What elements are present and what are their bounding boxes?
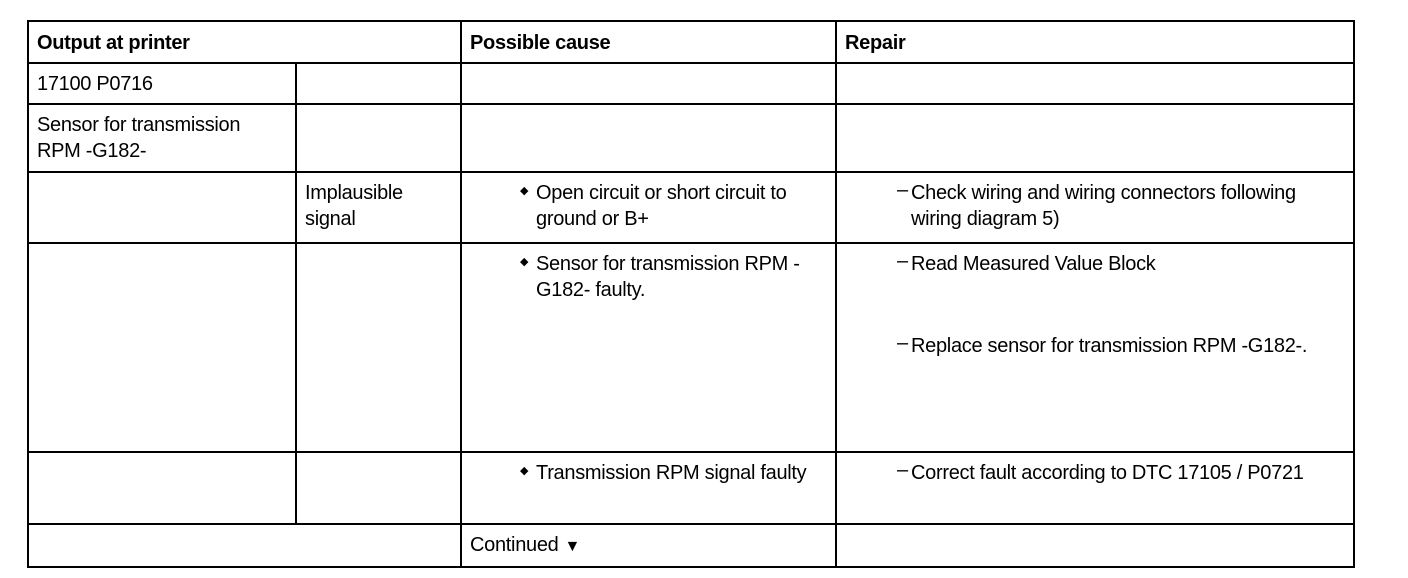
repair-item: – Correct fault according to DTC 17105 /…: [845, 460, 1345, 486]
table-row: ◆ Transmission RPM signal faulty – Corre…: [27, 451, 1356, 525]
empty-cell: [835, 523, 1356, 568]
continued-label: Continued: [470, 534, 559, 556]
empty-cell: [460, 62, 838, 105]
empty-cell: [27, 171, 297, 244]
header-possible-cause: Possible cause: [460, 20, 838, 64]
repair-cell: – Correct fault according to DTC 17105 /…: [835, 451, 1356, 525]
repair-item: – Read Measured Value Block: [845, 251, 1345, 277]
repair-text: Correct fault according to DTC 17105 / P…: [911, 462, 1304, 484]
cause-item: ◆ Sensor for transmission RPM -G182- fau…: [470, 251, 827, 303]
header-output-at-printer: Output at printer: [26, 20, 463, 64]
empty-cell: [294, 62, 463, 105]
fault-table-page: Output at printer Possible cause Repair …: [26, 20, 1356, 568]
empty-cell: [835, 62, 1356, 105]
empty-cell: [26, 523, 463, 568]
dash-icon: –: [897, 332, 908, 354]
cause-cell: ◆ Sensor for transmission RPM -G182- fau…: [460, 242, 838, 453]
cause-cell: ◆ Transmission RPM signal faulty: [460, 451, 838, 525]
cause-item: ◆ Transmission RPM signal faulty: [470, 460, 827, 486]
cause-cell: ◆ Open circuit or short circuit to groun…: [460, 171, 838, 244]
dtc-code: 17100 P0716: [27, 62, 297, 105]
signal-type: Implausible signal: [294, 171, 463, 244]
triangle-down-icon: ▼: [564, 538, 581, 555]
fault-table: Output at printer Possible cause Repair …: [26, 20, 1356, 568]
repair-cell: – Check wiring and wiring connectors fol…: [835, 171, 1356, 244]
table-row: ◆ Sensor for transmission RPM -G182- fau…: [27, 242, 1356, 453]
dash-icon: –: [897, 459, 908, 481]
empty-cell: [835, 103, 1356, 173]
bullet-diamond-icon: ◆: [520, 256, 529, 268]
signal-type: [294, 242, 463, 453]
dash-icon: –: [897, 250, 908, 272]
empty-cell: [294, 103, 463, 173]
table-row: Implausible signal ◆ Open circuit or sho…: [27, 171, 1356, 244]
empty-cell: [27, 242, 297, 453]
header-row: Output at printer Possible cause Repair: [26, 20, 1356, 64]
bullet-diamond-icon: ◆: [520, 465, 529, 477]
dash-icon: –: [897, 179, 908, 201]
dtc-row: 17100 P0716: [27, 62, 1356, 105]
header-repair: Repair: [835, 20, 1356, 64]
cause-item: ◆ Open circuit or short circuit to groun…: [470, 180, 827, 232]
repair-item: – Check wiring and wiring connectors fol…: [845, 180, 1345, 232]
empty-cell: [27, 451, 297, 525]
component-row: Sensor for transmission RPM -G182-: [27, 103, 1356, 173]
bullet-diamond-icon: ◆: [520, 185, 529, 197]
repair-text: Check wiring and wiring connectors follo…: [911, 182, 1296, 230]
repair-cell: – Read Measured Value Block – Replace se…: [835, 242, 1356, 453]
empty-cell: [460, 103, 838, 173]
repair-item: – Replace sensor for transmission RPM -G…: [845, 333, 1345, 359]
footer-row: Continued ▼: [26, 523, 1356, 568]
signal-type: [294, 451, 463, 525]
repair-text: Read Measured Value Block: [911, 253, 1156, 275]
component-name: Sensor for transmission RPM -G182-: [27, 103, 297, 173]
cause-text: Transmission RPM signal faulty: [536, 462, 807, 484]
cause-text: Sensor for transmission RPM -G182- fault…: [536, 253, 800, 301]
repair-text: Replace sensor for transmission RPM -G18…: [911, 335, 1308, 357]
cause-text: Open circuit or short circuit to ground …: [536, 182, 787, 230]
continued-cell[interactable]: Continued ▼: [460, 523, 838, 568]
